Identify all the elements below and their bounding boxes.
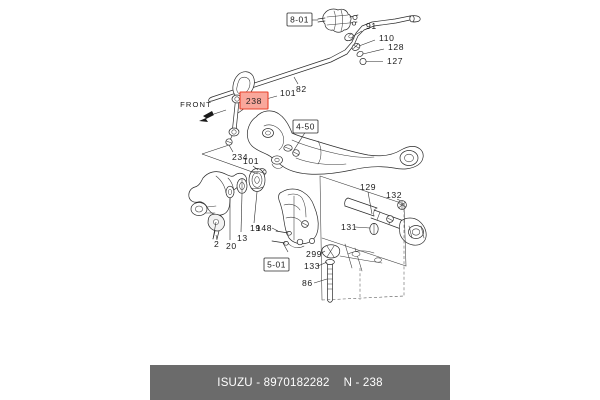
reference-box-4-50-label: 4-50 bbox=[296, 122, 315, 132]
front-label: FRONT bbox=[180, 100, 212, 109]
footer-bar: ISUZU - 8970182282 N - 238 bbox=[150, 365, 450, 400]
reference-box-8-01[interactable]: 8-01 bbox=[286, 12, 313, 27]
callout-234: 234 bbox=[232, 152, 248, 162]
bolt-assembly-86 bbox=[321, 244, 341, 303]
ball-joint-hardware-450 bbox=[283, 144, 300, 157]
callout-86: 86 bbox=[302, 278, 313, 288]
bar-end-hardware-stack bbox=[344, 32, 367, 65]
callout-299: 299 bbox=[306, 249, 322, 259]
callout-131: 131 bbox=[341, 222, 357, 232]
callout-82: 82 bbox=[296, 84, 307, 94]
callout-133: 133 bbox=[304, 261, 320, 271]
highlighted-part-238-label: 238 bbox=[246, 96, 262, 106]
callout-101-center: 101 bbox=[243, 156, 259, 166]
callout-2: 2 bbox=[214, 239, 219, 249]
reference-box-4-50[interactable]: 4-50 bbox=[292, 119, 319, 134]
reference-box-5-01[interactable]: 5-01 bbox=[263, 257, 290, 272]
callout-127: 127 bbox=[387, 56, 403, 66]
frame-rail-outline bbox=[319, 175, 407, 301]
reference-box-8-01-label: 8-01 bbox=[290, 15, 309, 25]
callout-91: 91 bbox=[366, 21, 377, 31]
callout-110: 110 bbox=[379, 33, 395, 43]
shock-bracket-assembly bbox=[271, 188, 319, 248]
leader-lines bbox=[201, 19, 402, 284]
callout-101-upper: 101 bbox=[280, 88, 296, 98]
reference-box-5-01-label: 5-01 bbox=[267, 260, 286, 270]
callout-19: 19 bbox=[250, 223, 261, 233]
callout-13: 13 bbox=[237, 233, 248, 243]
lower-control-arm bbox=[246, 110, 424, 175]
front-direction-arrow bbox=[199, 109, 227, 122]
hub-bearing-stack bbox=[225, 168, 266, 199]
footer-brand-part-number: ISUZU - 8970182282 bbox=[217, 376, 330, 389]
callout-129: 129 bbox=[360, 182, 376, 192]
steering-knuckle bbox=[188, 171, 247, 240]
stabilizer-bushing-clamp bbox=[317, 8, 359, 33]
callout-20: 20 bbox=[226, 241, 237, 251]
callout-128: 128 bbox=[388, 42, 404, 52]
callout-148: 148 bbox=[256, 223, 272, 233]
callout-132: 132 bbox=[386, 190, 402, 200]
highlighted-part-238[interactable]: 238 bbox=[239, 91, 269, 110]
footer-figure-code: N - 238 bbox=[343, 376, 383, 389]
stabilizer-bar-group bbox=[208, 15, 421, 102]
